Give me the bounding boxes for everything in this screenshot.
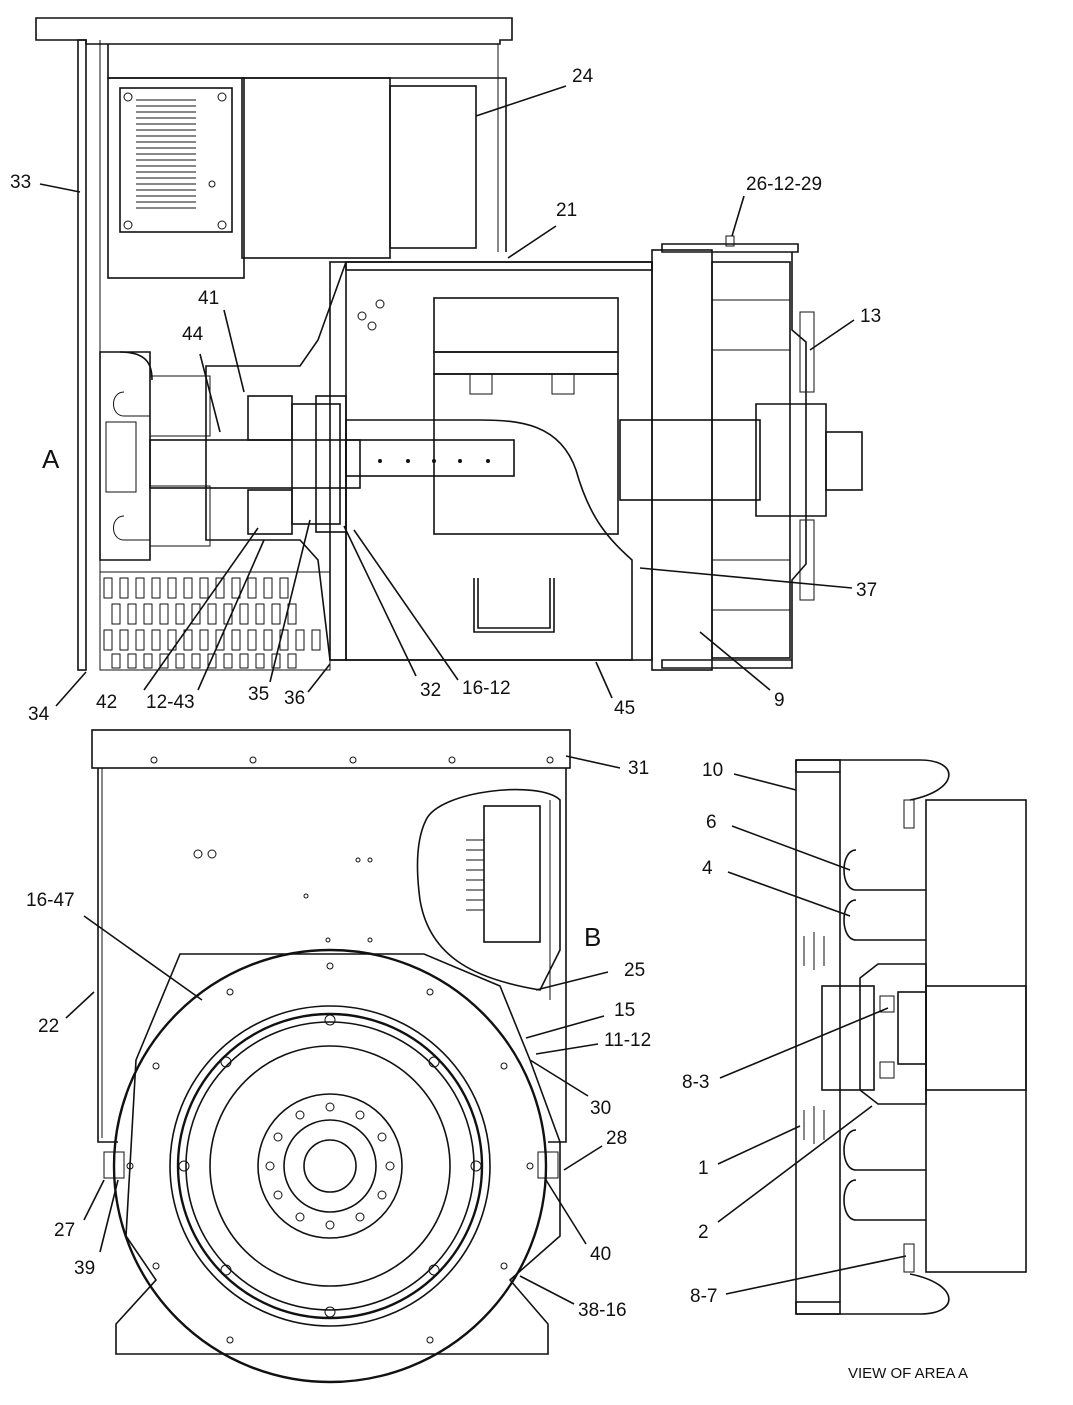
callout-44: 44 xyxy=(182,324,204,345)
callout-11-12: 11-12 xyxy=(604,1030,651,1051)
callout-9: 9 xyxy=(774,690,785,711)
exciter-end-cover xyxy=(99,351,151,561)
callout-24: 24 xyxy=(572,66,594,87)
terminal-box-wall xyxy=(77,39,87,671)
callout-6: 6 xyxy=(706,812,717,833)
flywheel-ring xyxy=(176,1012,484,1320)
heatsink-fins xyxy=(136,99,196,209)
callout-33: 33 xyxy=(10,172,31,193)
outer-ring xyxy=(112,948,548,1384)
vent-grille xyxy=(99,571,331,671)
callout-21: 21 xyxy=(556,200,577,221)
callout-15: 15 xyxy=(614,1000,635,1021)
bolt-holes-frame xyxy=(126,962,534,1344)
callout-22: 22 xyxy=(38,1016,59,1037)
section-view xyxy=(35,17,863,671)
callout-13: 13 xyxy=(860,306,881,327)
callout-45: 45 xyxy=(614,698,635,719)
callout-26-12-29: 26-12-29 xyxy=(746,174,822,195)
shaft-end xyxy=(825,431,863,491)
exciter-rotor xyxy=(925,799,1027,1273)
callout-39: 39 xyxy=(74,1258,95,1279)
callout-2: 2 xyxy=(698,1222,709,1243)
callout-36: 36 xyxy=(284,688,305,709)
callout-32: 32 xyxy=(420,680,441,701)
detail-view-area-a xyxy=(795,759,1027,1315)
bearing-upper xyxy=(247,395,293,441)
callout-16-47: 16-47 xyxy=(26,890,75,911)
view-caption: VIEW OF AREA A xyxy=(848,1365,968,1382)
callout-37: 37 xyxy=(856,580,877,601)
view-marker-b: B xyxy=(584,922,601,952)
callout-31: 31 xyxy=(628,758,649,779)
detail-cover-top xyxy=(796,759,950,801)
callout-25: 25 xyxy=(624,960,645,981)
stator-core xyxy=(433,297,619,353)
callout-28: 28 xyxy=(606,1128,627,1149)
shaft-drive xyxy=(619,419,761,501)
terminal-box-cover xyxy=(35,17,513,45)
end-view xyxy=(91,729,571,1384)
view-marker-a: A xyxy=(42,444,60,474)
callout-42: 42 xyxy=(96,692,117,713)
end-view-cover xyxy=(91,729,571,769)
bearing-lower xyxy=(247,489,293,535)
callout-8-3: 8-3 xyxy=(682,1072,709,1093)
bolt-holes-inner xyxy=(265,1102,395,1230)
bolt-holes-outer xyxy=(178,1014,482,1318)
callout-41: 41 xyxy=(198,288,219,309)
end-view-box xyxy=(97,768,567,1143)
callout-30: 30 xyxy=(590,1098,611,1119)
regulator-panel xyxy=(416,788,561,991)
shaft-exciter xyxy=(149,439,361,489)
callout-labels: A B 24 21 26-12-29 13 33 41 44 37 34 42 … xyxy=(10,66,968,1382)
terminal-panel xyxy=(241,77,391,259)
regulator-heatsink xyxy=(119,87,233,233)
callout-4: 4 xyxy=(702,858,713,879)
rotor xyxy=(345,419,633,661)
hub-bore xyxy=(303,1139,357,1193)
callout-38-16: 38-16 xyxy=(578,1300,627,1321)
callout-34: 34 xyxy=(28,704,50,725)
fan-housing xyxy=(651,249,713,671)
callout-8-7: 8-7 xyxy=(690,1286,717,1307)
callout-35: 35 xyxy=(248,684,269,705)
callout-12-43: 12-43 xyxy=(146,692,195,713)
callout-10: 10 xyxy=(702,760,723,781)
callout-16-12: 16-12 xyxy=(462,678,511,699)
leader-lines xyxy=(39,85,907,1305)
callout-40: 40 xyxy=(590,1244,611,1265)
adapter-outline xyxy=(115,953,561,1355)
regulator-housing xyxy=(107,77,245,279)
callout-1: 1 xyxy=(698,1158,709,1179)
callout-27: 27 xyxy=(54,1220,75,1241)
fan-blades xyxy=(711,261,791,659)
